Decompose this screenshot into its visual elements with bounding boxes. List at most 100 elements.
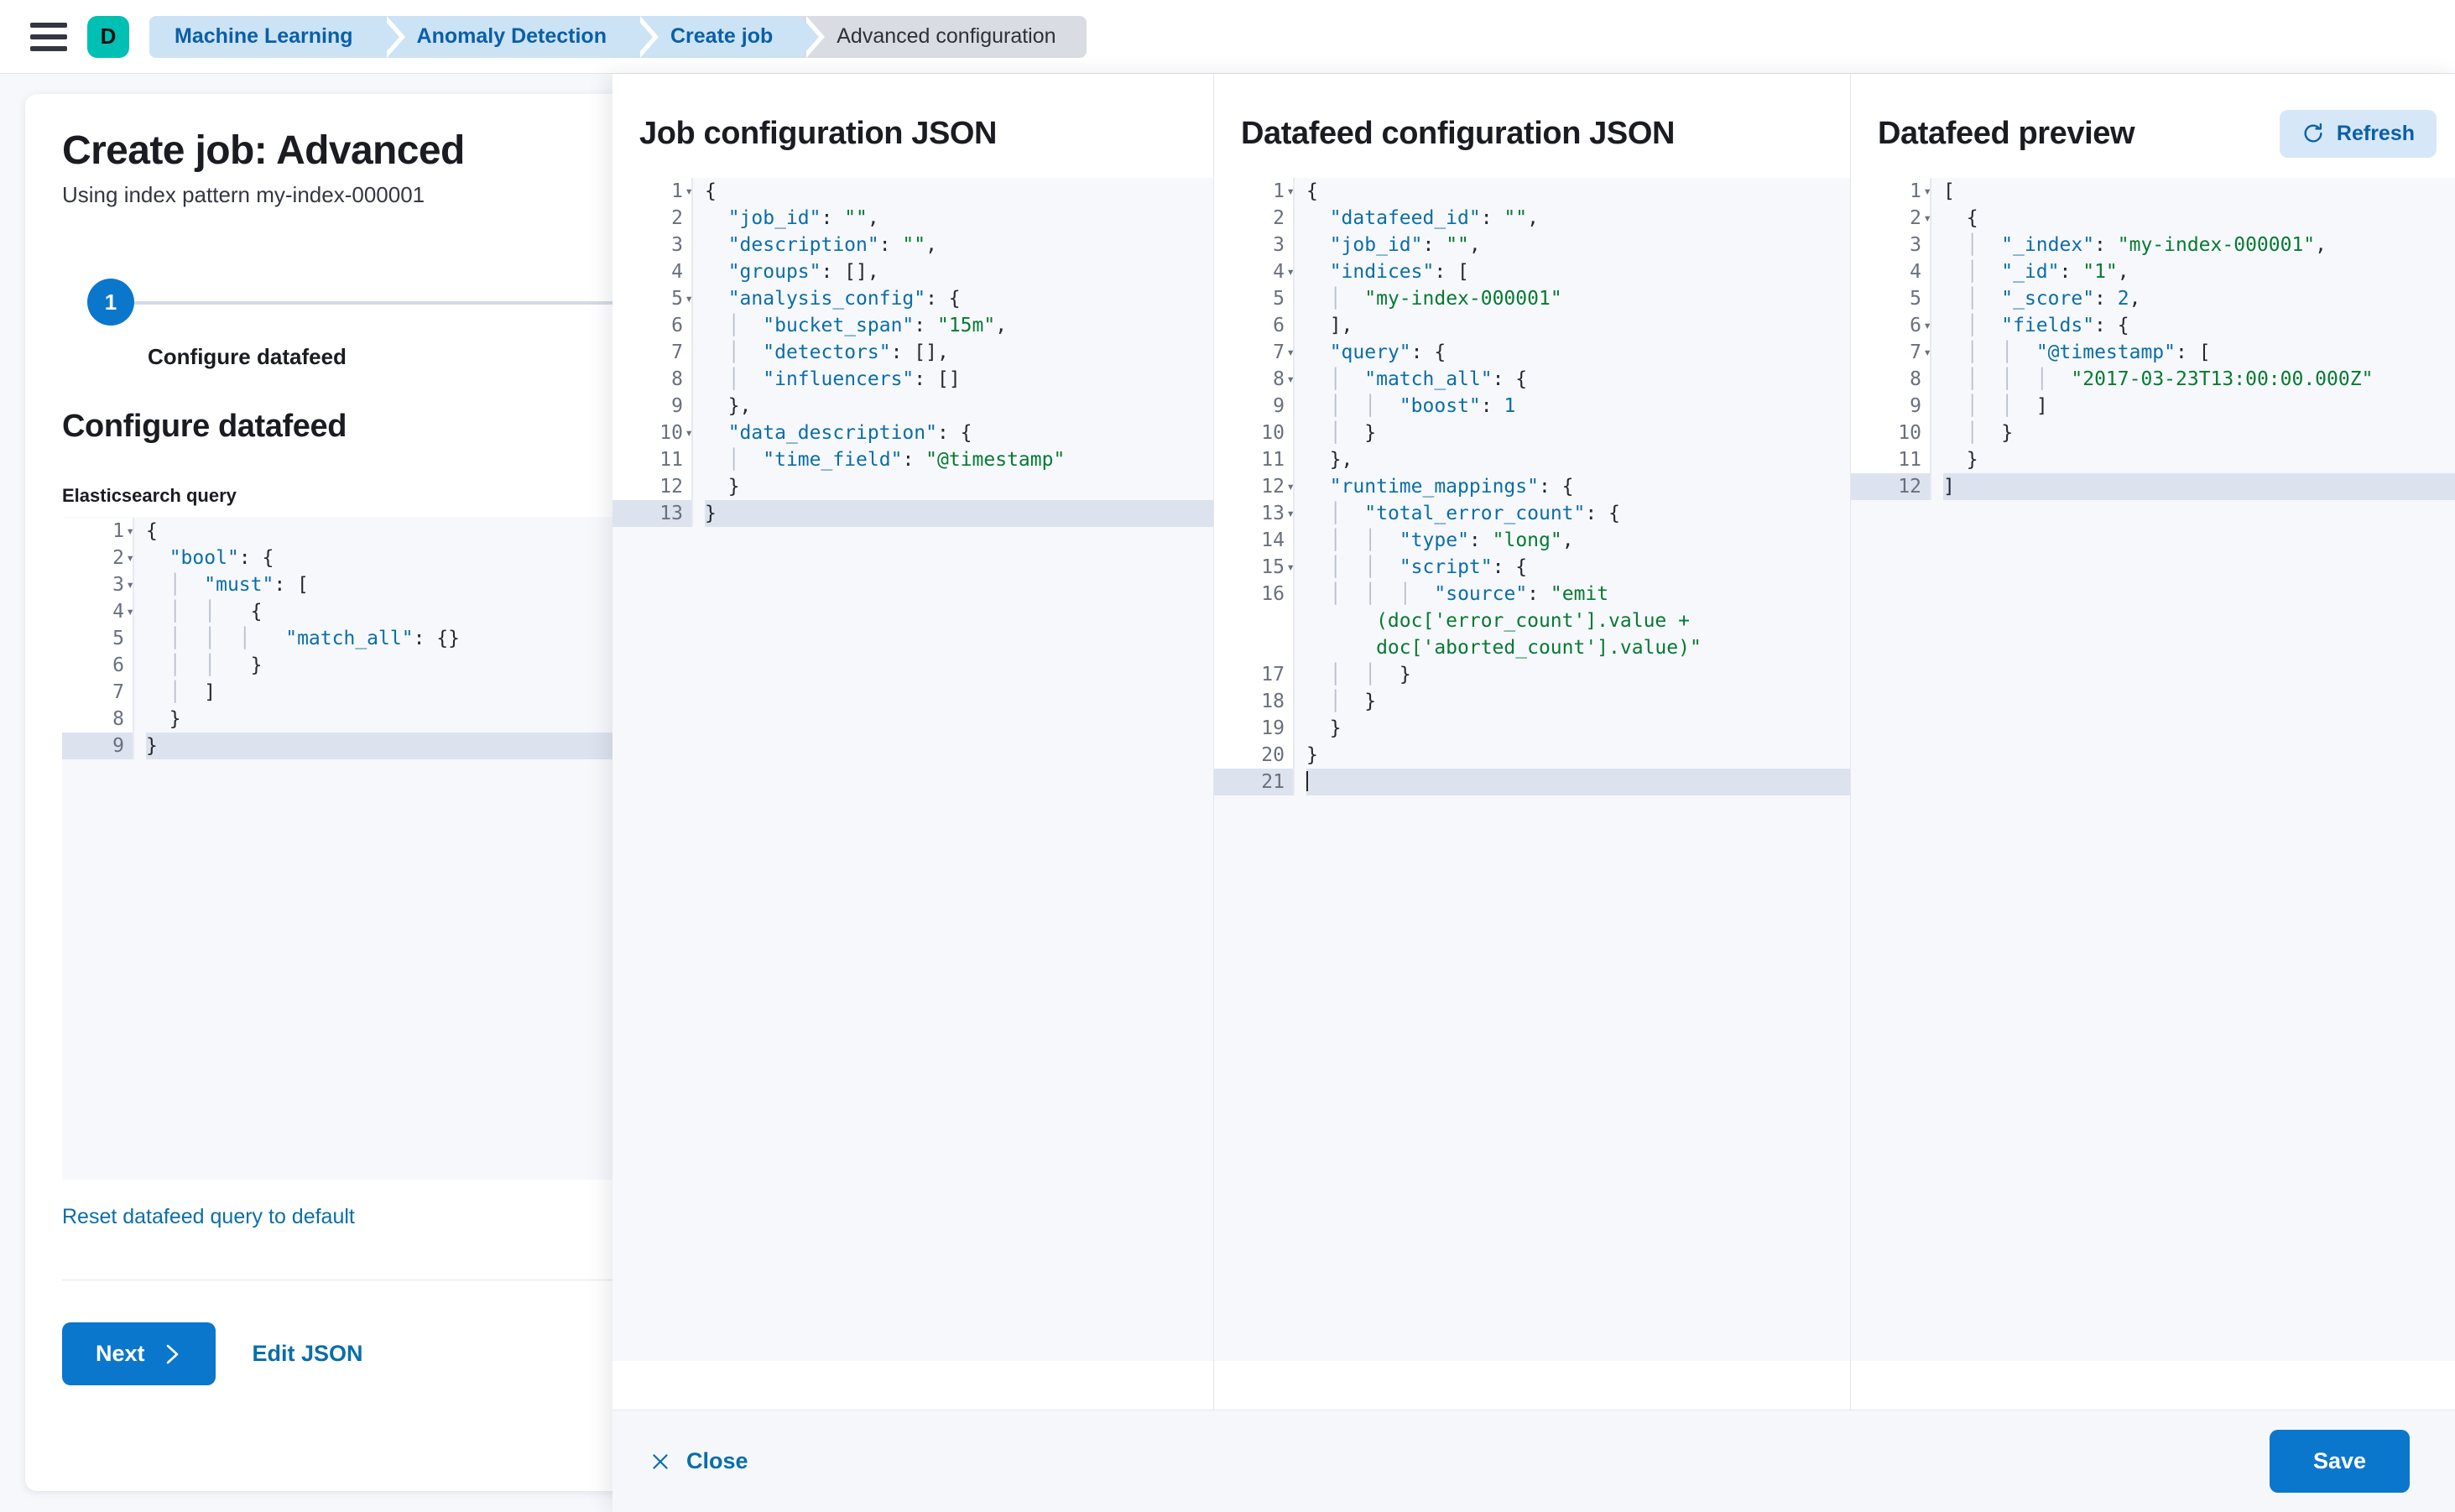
close-icon xyxy=(649,1451,671,1473)
breadcrumb: Machine Learning Anomaly Detection Creat… xyxy=(149,15,1087,58)
close-button-label: Close xyxy=(686,1448,748,1473)
editor-line: │ ] xyxy=(169,681,216,703)
editor-line: ], xyxy=(1329,315,1353,336)
editor-line-number: 8 xyxy=(671,368,683,390)
chevron-right-icon xyxy=(164,1343,182,1365)
editor-line-number: 5 xyxy=(112,628,124,649)
editor-line-number: 7 xyxy=(671,342,683,363)
editor-line-number: 13 xyxy=(612,500,691,527)
hamburger-icon[interactable] xyxy=(30,22,67,52)
editor-line: │ "_score": 2, xyxy=(1966,288,2141,310)
editor-line-number: 6 xyxy=(671,315,683,336)
editor-line: │ "my-index-000001" xyxy=(1329,288,1562,310)
editor-line: } xyxy=(146,733,613,759)
editor-line: } xyxy=(727,476,740,498)
editor-line: │ │ "script": { xyxy=(1329,556,1528,578)
editor-line: │ │ "@timestamp": [ xyxy=(1966,342,2211,363)
pane-header: Datafeed preview Refresh xyxy=(1851,102,2455,164)
editor-line: { xyxy=(146,520,158,542)
editor-line-number: 12 xyxy=(1851,473,1930,500)
editor-line-number: 3▾ xyxy=(112,574,134,596)
editor-line-number: 6 xyxy=(112,654,124,676)
stepper-progress-line xyxy=(126,301,650,305)
breadcrumb-item-machine-learning[interactable]: Machine Learning xyxy=(149,15,405,58)
editor-line-number: 3 xyxy=(1910,234,1921,256)
editor-line-number: 7 xyxy=(112,681,124,703)
editor-line-number xyxy=(1214,634,1293,661)
breadcrumb-item-advanced-configuration[interactable]: Advanced configuration xyxy=(801,15,1087,58)
editor-line: { xyxy=(1966,207,1978,229)
editor-line-number: 2▾ xyxy=(1910,207,1931,229)
breadcrumb-label: Advanced configuration xyxy=(837,24,1056,48)
close-button[interactable]: Close xyxy=(649,1448,748,1474)
editor-content[interactable]: [ { │ "_index": "my-index-000001", │ "_i… xyxy=(1931,178,2455,500)
stepper-step-label-text: Configure datafeed xyxy=(148,344,347,369)
editor-line: │ │ │ "2017-03-23T13:00:00.000Z" xyxy=(1966,368,2374,390)
breadcrumb-item-anomaly-detection[interactable]: Anomaly Detection xyxy=(381,15,659,58)
reset-datafeed-query-link[interactable]: Reset datafeed query to default xyxy=(62,1205,355,1228)
editor-line-wrapped: doc['aborted_count'].value)" xyxy=(1306,637,1702,659)
editor-line: [ xyxy=(1943,180,1955,202)
editor-line: "indices": [ xyxy=(1329,261,1469,283)
editor-line: }, xyxy=(1329,449,1353,471)
editor-line: { xyxy=(1306,180,1318,202)
editor-line: │ } xyxy=(1329,422,1377,444)
editor-line-number: 6 xyxy=(1273,315,1285,336)
app-logo[interactable]: D xyxy=(87,15,129,58)
editor-line-number: 6▾ xyxy=(1910,315,1931,336)
save-button[interactable]: Save xyxy=(2269,1430,2410,1493)
editor-line-number: 9 xyxy=(1910,395,1921,417)
breadcrumb-item-create-job[interactable]: Create job xyxy=(634,15,826,58)
editor-line-number: 21 xyxy=(1214,769,1293,795)
editor-line-number: 17 xyxy=(1261,664,1285,686)
stepper-step-1[interactable]: 1 xyxy=(87,279,134,326)
editor-line-number: 9 xyxy=(1273,395,1285,417)
pane-title-datafeed-preview: Datafeed preview xyxy=(1878,115,2135,151)
next-button[interactable]: Next xyxy=(62,1322,216,1385)
stepper-step-label: Configure datafeed xyxy=(62,344,613,370)
editor-line: │ │ │ "source": "emit xyxy=(1329,583,1609,605)
editor-line-number: 11 xyxy=(1898,449,1921,471)
editor-line: │ "time_field": "@timestamp" xyxy=(727,449,1066,471)
next-button-label: Next xyxy=(96,1341,145,1366)
pane-header: Job configuration JSON xyxy=(612,102,1213,164)
wizard-stepper: 1 xyxy=(62,279,650,326)
refresh-button[interactable]: Refresh xyxy=(2279,109,2437,158)
editor-line-number: 13▾ xyxy=(1261,503,1295,524)
editor-line: │ │ } xyxy=(1329,664,1411,686)
editor-line-number: 8▾ xyxy=(1273,368,1295,390)
editor-line: }, xyxy=(727,395,752,417)
editor-line-number: 1▾ xyxy=(671,180,693,202)
editor-line: } xyxy=(1329,717,1342,739)
editor-line-number: 8 xyxy=(112,708,124,730)
editor-line-number: 4 xyxy=(1910,261,1921,283)
editor-line: │ "bucket_span": "15m", xyxy=(727,315,1008,336)
editor-line-number: 5 xyxy=(1273,288,1285,310)
editor-line: "query": { xyxy=(1329,342,1446,363)
editor-content[interactable]: { "job_id": "", "description": "", "grou… xyxy=(693,178,1213,527)
editor-line: "groups": [], xyxy=(727,261,879,283)
editor-line-number: 3 xyxy=(671,234,683,256)
editor-line-number: 10 xyxy=(1261,422,1285,444)
save-button-label: Save xyxy=(2312,1448,2366,1473)
section-title: Configure datafeed xyxy=(62,409,347,444)
editor-line-number: 11 xyxy=(1261,449,1285,471)
editor-line: "job_id": "", xyxy=(727,207,879,229)
editor-line-number: 12▾ xyxy=(1261,476,1295,498)
edit-json-link[interactable]: Edit JSON xyxy=(252,1341,363,1366)
editor-line-number: 2 xyxy=(1273,207,1285,229)
editor-line-wrapped: (doc['error_count'].value + xyxy=(1306,610,1690,632)
editor-content[interactable]: { "datafeed_id": "", "job_id": "", "indi… xyxy=(1295,178,1850,795)
editor-content[interactable]: { "bool": { │ "must": [ │ │ { │ │ │ "mat… xyxy=(134,518,613,759)
editor-line-number: 9 xyxy=(62,733,133,759)
editor-line-number: 15▾ xyxy=(1261,556,1295,578)
create-job-page-card: Create job: Advanced Using index pattern… xyxy=(25,94,650,1491)
